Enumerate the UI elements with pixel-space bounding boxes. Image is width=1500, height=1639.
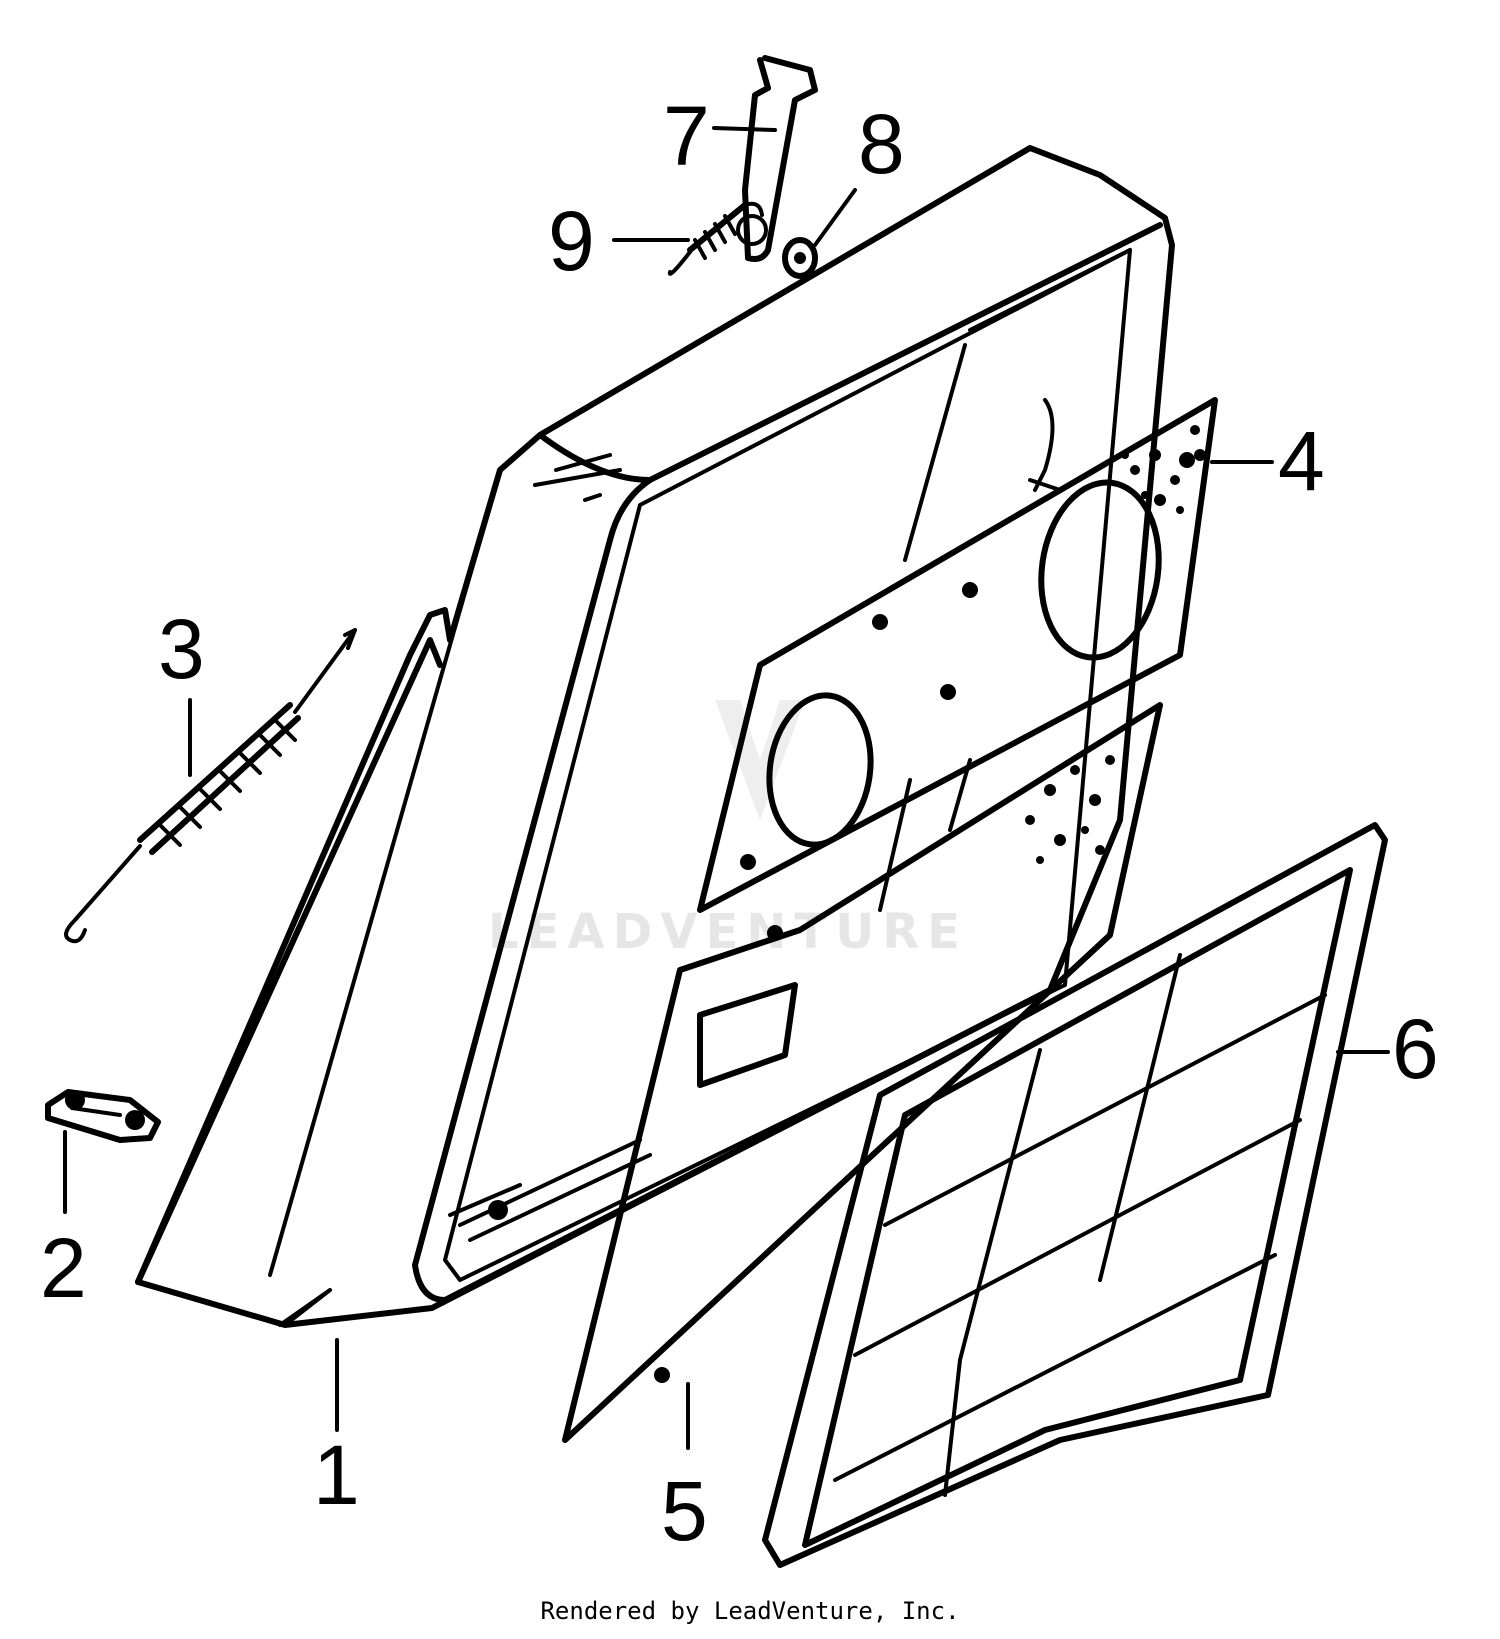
callout-5: 5 bbox=[661, 1464, 708, 1558]
leader-lines bbox=[63, 126, 1390, 1450]
spring-part-3 bbox=[64, 628, 357, 944]
latch-part-2 bbox=[45, 1089, 161, 1143]
callout-8: 8 bbox=[858, 97, 905, 191]
panel-part-5 bbox=[562, 702, 1163, 1443]
callout-7: 7 bbox=[663, 89, 710, 183]
callout-3: 3 bbox=[158, 602, 205, 696]
footer-credit: Rendered by LeadVenture, Inc. bbox=[540, 1597, 960, 1625]
bracket-part-7 bbox=[736, 55, 818, 262]
watermark-text: LEADVENTURE bbox=[488, 904, 968, 960]
nut-part-8 bbox=[782, 237, 818, 279]
plate-part-4 bbox=[697, 397, 1218, 913]
callout-2: 2 bbox=[40, 1221, 87, 1315]
grille-part-6 bbox=[762, 822, 1388, 1568]
callout-1: 1 bbox=[313, 1428, 360, 1522]
spring-part-9 bbox=[667, 201, 764, 276]
callout-4: 4 bbox=[1278, 414, 1325, 508]
callout-6: 6 bbox=[1392, 1002, 1439, 1096]
callout-9: 9 bbox=[548, 194, 595, 288]
